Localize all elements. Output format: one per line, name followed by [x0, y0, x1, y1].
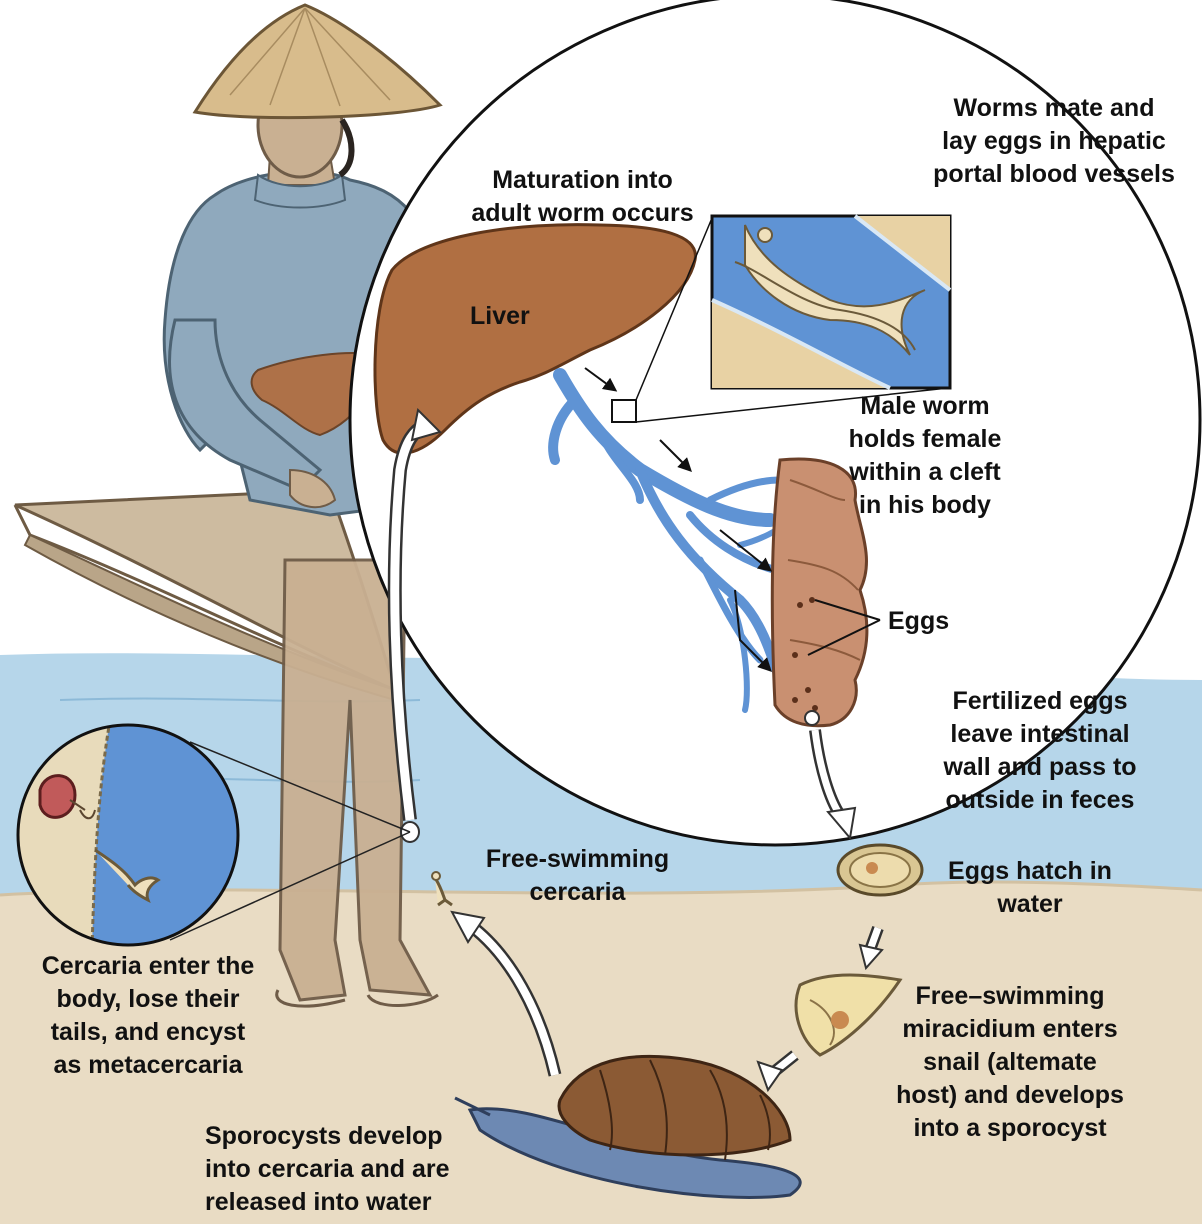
label-line: Eggs hatch in [930, 855, 1130, 888]
label-line: Liver [470, 300, 530, 333]
label-worms-mate: Worms mate and lay eggs in hepatic porta… [918, 92, 1190, 191]
label-free-swimming-cercaria: Free-swimming cercaria [470, 843, 685, 909]
label-line: water [930, 888, 1130, 921]
label-line: snail (altemate [875, 1046, 1145, 1079]
label-line: Free-swimming [470, 843, 685, 876]
label-line: as metacercaria [18, 1049, 278, 1082]
label-line: Eggs [888, 605, 949, 638]
label-line: miracidium enters [875, 1013, 1145, 1046]
label-line: Worms mate and [918, 92, 1190, 125]
label-line: body, lose their [18, 983, 278, 1016]
hatching-egg [838, 845, 922, 895]
label-line: holds female [835, 423, 1015, 456]
label-eggs: Eggs [888, 605, 949, 638]
worm-inset [712, 216, 950, 388]
label-sporocysts: Sporocysts develop into cercaria and are… [205, 1120, 505, 1219]
label-line: Cercaria enter the [18, 950, 278, 983]
label-line: lay eggs in hepatic [918, 125, 1190, 158]
label-line: Free–swimming [875, 980, 1145, 1013]
label-line: adult worm occurs [455, 197, 710, 230]
label-line: outside in feces [920, 784, 1160, 817]
label-line: Sporocysts develop [205, 1120, 505, 1153]
label-line: leave intestinal [920, 718, 1160, 751]
label-eggs-hatch: Eggs hatch in water [930, 855, 1130, 921]
label-line: wall and pass to [920, 751, 1160, 784]
label-line: Fertilized eggs [920, 685, 1160, 718]
label-line: tails, and encyst [18, 1016, 278, 1049]
label-male-worm: Male worm holds female within a cleft in… [835, 390, 1015, 522]
label-fertilized-eggs: Fertilized eggs leave intestinal wall an… [920, 685, 1160, 817]
label-line: host) and develops [875, 1079, 1145, 1112]
label-line: cercaria [470, 876, 685, 909]
label-liver: Liver [470, 300, 530, 333]
metacercaria [40, 776, 75, 818]
label-line: in his body [835, 489, 1015, 522]
label-line: within a cleft [835, 456, 1015, 489]
label-line: portal blood vessels [918, 158, 1190, 191]
label-line: into cercaria and are [205, 1153, 505, 1186]
label-line: Maturation into [455, 164, 710, 197]
label-line: released into water [205, 1186, 505, 1219]
label-miracidium: Free–swimming miracidium enters snail (a… [875, 980, 1145, 1145]
label-line: Male worm [835, 390, 1015, 423]
label-line: into a sporocyst [875, 1112, 1145, 1145]
label-maturation: Maturation into adult worm occurs [455, 164, 710, 230]
label-cercaria-enter: Cercaria enter the body, lose their tail… [18, 950, 278, 1082]
